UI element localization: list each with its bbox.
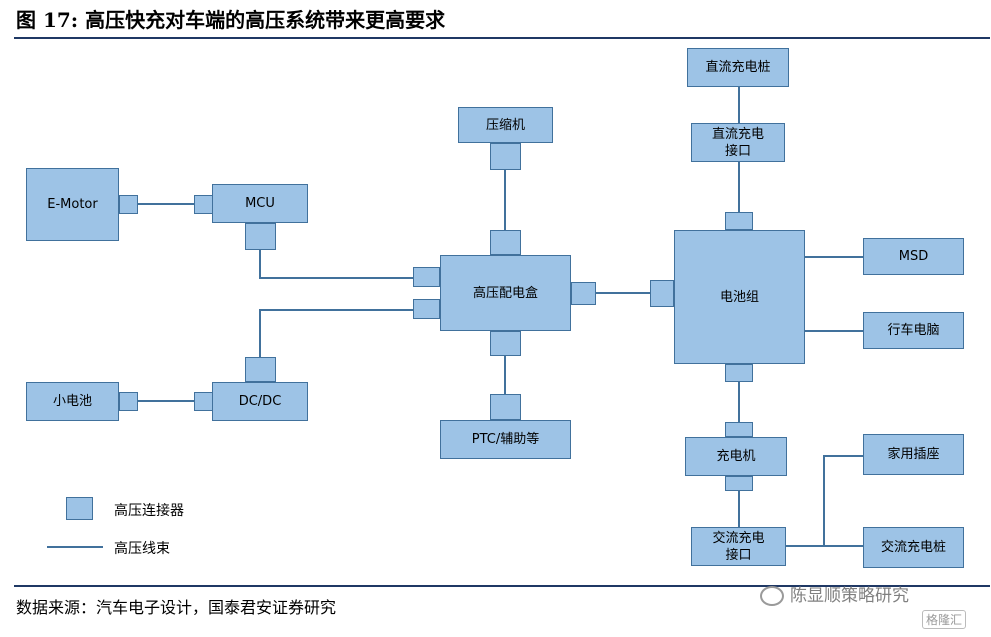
ptc-aux-box: PTC/辅助等	[440, 420, 571, 459]
harness-hvbox-battery	[596, 292, 650, 294]
harness-split-acpile	[823, 545, 864, 547]
harness-mcu-down	[259, 250, 261, 279]
harness-mcu-hvbox	[259, 277, 413, 279]
connector-mcu-left	[194, 195, 213, 214]
connector-battery-left	[650, 280, 674, 307]
harness-split-homesocket	[823, 455, 864, 457]
charger-box: 充电机	[685, 437, 787, 476]
msd-box: MSD	[863, 238, 964, 275]
harness-compressor-hvbox	[504, 170, 506, 230]
connector-ptc	[490, 394, 521, 420]
harness-hvbox-ptc	[504, 356, 506, 394]
connector-hvbox-top	[490, 230, 521, 255]
battery-pack-box: 电池组	[674, 230, 805, 364]
connector-hvbox-left-1	[413, 267, 440, 287]
hv-distribution-box: 高压配电盒	[440, 255, 571, 331]
connector-hvbox-right	[571, 282, 596, 305]
compressor-box: 压缩机	[458, 107, 553, 143]
legend-connector-swatch	[66, 497, 93, 520]
harness-battery-vcu	[805, 330, 863, 332]
connector-compressor	[490, 143, 521, 170]
legend-harness-label: 高压线束	[114, 541, 170, 557]
small-battery-box: 小电池	[26, 382, 119, 421]
ac-charging-port-box: 交流充电 接口	[691, 527, 786, 566]
dcdc-box: DC/DC	[212, 382, 308, 421]
connector-battery-top	[725, 212, 753, 230]
watermark-text: 陈显顺策略研究	[790, 586, 909, 606]
harness-emotor-mcu	[138, 203, 194, 205]
dc-charging-pile-box: 直流充电桩	[687, 48, 789, 87]
mcu-box: MCU	[212, 184, 308, 223]
harness-charger-acport	[738, 491, 740, 527]
title-divider	[14, 37, 990, 39]
harness-dcdc-hvbox	[259, 309, 413, 311]
harness-dcpile-dcport	[738, 87, 740, 123]
footer-divider	[14, 585, 990, 587]
legend-connector-label: 高压连接器	[114, 503, 184, 519]
harness-dcdc-up	[259, 309, 261, 357]
connector-charger-bottom	[725, 476, 753, 491]
vcu-box: 行车电脑	[863, 312, 964, 349]
home-socket-box: 家用插座	[863, 434, 964, 475]
harness-battery-charger	[738, 382, 740, 422]
harness-split-vertical	[823, 455, 825, 547]
dc-charging-port-box: 直流充电 接口	[691, 123, 785, 162]
connector-battery-bottom	[725, 364, 753, 382]
legend-harness-swatch	[47, 546, 103, 548]
data-source: 数据来源：汽车电子设计，国泰君安证券研究	[16, 598, 337, 617]
ac-charging-pile-box: 交流充电桩	[863, 527, 964, 568]
connector-hvbox-left-2	[413, 299, 440, 319]
connector-dcdc-top	[245, 357, 276, 382]
connector-hvbox-bottom	[490, 331, 521, 356]
connector-emotor	[119, 195, 138, 214]
harness-battery-msd	[805, 256, 863, 258]
connector-charger-top	[725, 422, 753, 437]
emotor-box: E-Motor	[26, 168, 119, 241]
harness-acport-split	[786, 545, 825, 547]
connector-dcdc-left	[194, 392, 213, 411]
figure-title: 图 17: 高压快充对车端的高压系统带来更高要求	[16, 8, 446, 32]
watermark-logo: 格隆汇	[922, 610, 967, 629]
watermark: 陈显顺策略研究	[760, 581, 909, 606]
harness-dcport-battery	[738, 162, 740, 212]
connector-small-battery	[119, 392, 138, 411]
harness-battery-dcdc	[138, 400, 194, 402]
wechat-icon	[760, 586, 784, 606]
connector-mcu-bottom	[245, 223, 276, 250]
